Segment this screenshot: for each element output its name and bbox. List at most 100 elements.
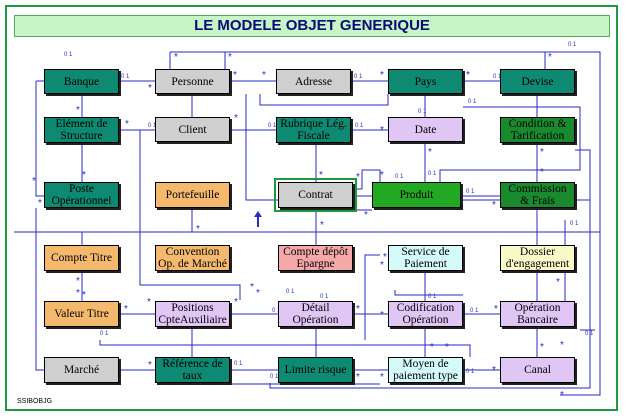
diagram-title: LE MODELE OBJET GENERIQUE [194, 17, 430, 34]
multiplicity-mark: * [380, 170, 384, 181]
entity-detail-operation[interactable]: Détail Opération [278, 301, 353, 327]
entity-marche[interactable]: Marché [44, 357, 119, 383]
multiplicity-mark: * [383, 252, 387, 263]
multiplicity-mark: * [256, 288, 260, 299]
entity-positions[interactable]: Positions CpteAuxiliaire [155, 301, 230, 327]
multiplicity-mark: * [380, 70, 384, 81]
multiplicity-mark: * [428, 147, 432, 158]
entity-banque[interactable]: Banque [44, 69, 119, 94]
entity-valeur-titre[interactable]: Valeur Titre [44, 301, 119, 327]
multiplicity-mark: 0 1 [121, 74, 130, 80]
entity-service-paiement[interactable]: Service de Paiement [388, 245, 463, 271]
multiplicity-mark: 0 1 [270, 374, 279, 380]
entity-compte-titre[interactable]: Compte Titre [44, 245, 119, 271]
multiplicity-mark: * [228, 52, 232, 63]
entity-codification[interactable]: Codification Opération [388, 301, 463, 327]
entity-commission[interactable]: Commission & Frais [500, 182, 575, 208]
multiplicity-mark: * [76, 276, 80, 287]
connector-45 [245, 94, 278, 201]
multiplicity-mark: * [196, 224, 200, 235]
entity-devise[interactable]: Devise [500, 69, 575, 94]
connector-56 [364, 254, 380, 340]
entity-moyen-paiement[interactable]: Moyen de paiement type [388, 357, 463, 383]
connector-50 [353, 169, 381, 190]
entity-personne[interactable]: Personne [155, 69, 230, 94]
multiplicity-mark: 0 1 [418, 109, 427, 115]
multiplicity-mark: * [445, 342, 449, 353]
multiplicity-mark: * [356, 172, 360, 183]
entity-canal[interactable]: Canal [500, 357, 575, 383]
multiplicity-mark: * [494, 304, 498, 315]
multiplicity-mark: * [262, 70, 266, 81]
multiplicity-mark: * [380, 372, 384, 383]
entity-dossier[interactable]: Dossier d'engagement [500, 245, 575, 271]
multiplicity-mark: 0 1 [568, 42, 577, 48]
entity-produit[interactable]: Produit [372, 182, 461, 208]
multiplicity-mark: 0 1 [268, 123, 277, 129]
multiplicity-mark: * [380, 310, 384, 321]
multiplicity-mark: * [76, 288, 80, 299]
multiplicity-mark: * [492, 365, 496, 376]
entity-rubrique[interactable]: Rubrique Lég. Fiscale [276, 117, 351, 143]
connector-47 [439, 106, 581, 182]
multiplicity-mark: 0 1 [470, 308, 479, 314]
entity-pays[interactable]: Pays [388, 69, 463, 94]
entity-contrat[interactable]: Contrat [274, 178, 357, 212]
footer-code: SSIBOBJG [17, 398, 53, 405]
entity-operation-bancaire[interactable]: Opération Bancaire [500, 301, 575, 327]
connector-40 [170, 51, 601, 396]
multiplicity-mark: * [320, 220, 324, 231]
multiplicity-mark: * [82, 290, 86, 301]
entity-reference-taux[interactable]: Référence de taux [155, 357, 230, 383]
multiplicity-mark: * [540, 342, 544, 353]
multiplicity-mark: 0 1 [468, 99, 477, 105]
text-cursor-icon [254, 211, 262, 227]
multiplicity-mark: 0 1 [272, 308, 281, 314]
multiplicity-mark: * [233, 70, 237, 81]
multiplicity-mark: * [560, 340, 564, 351]
multiplicity-mark: * [147, 297, 151, 308]
connector-13 [35, 81, 44, 197]
multiplicity-mark: * [148, 83, 152, 94]
entity-condition[interactable]: Condition & Tarification [500, 117, 575, 143]
multiplicity-mark: * [234, 297, 238, 308]
multiplicity-mark: * [148, 360, 152, 371]
multiplicity-mark: * [356, 372, 360, 383]
multiplicity-mark: 0 1 [100, 331, 109, 337]
title-bar: LE MODELE OBJET GENERIQUE [14, 15, 610, 37]
multiplicity-mark: 0 1 [234, 361, 243, 367]
entity-poste[interactable]: Poste Opérationnel [44, 182, 119, 208]
entity-adresse[interactable]: Adresse [276, 69, 351, 94]
connector-48 [269, 149, 591, 389]
connector-53 [99, 340, 471, 357]
connector-44 [35, 208, 44, 371]
entity-element-structure[interactable]: Elément de Structure [44, 117, 119, 143]
multiplicity-mark: 0 1 [466, 369, 475, 375]
multiplicity-mark: 0 1 [585, 331, 594, 337]
entity-portefeuille[interactable]: Portefeuille [155, 182, 230, 208]
multiplicity-mark: * [556, 277, 560, 288]
connector-46 [259, 94, 389, 106]
entity-client[interactable]: Client [155, 117, 230, 142]
entity-compte-depot[interactable]: Compte dépôt Epargne [278, 245, 353, 271]
multiplicity-mark: * [32, 176, 36, 187]
multiplicity-mark: * [234, 113, 238, 124]
multiplicity-mark: 0 1 [354, 74, 363, 80]
entity-date[interactable]: Date [388, 117, 463, 142]
multiplicity-mark: 0 1 [570, 221, 579, 227]
multiplicity-mark: * [540, 167, 544, 178]
entity-convention[interactable]: Convention Op. de Marché [155, 245, 230, 271]
multiplicity-mark: * [540, 147, 544, 158]
entity-limite-risque[interactable]: Limite risque [278, 357, 353, 383]
multiplicity-mark: * [124, 304, 128, 315]
multiplicity-mark: * [466, 70, 470, 81]
multiplicity-mark: 0 1 [148, 123, 157, 129]
multiplicity-mark: * [560, 390, 564, 401]
multiplicity-mark: * [76, 105, 80, 116]
multiplicity-mark: 0 1 [395, 174, 404, 180]
multiplicity-mark: * [82, 170, 86, 181]
connector-52 [139, 130, 241, 300]
connector-57 [394, 290, 463, 296]
multiplicity-mark: 0 1 [355, 123, 364, 129]
